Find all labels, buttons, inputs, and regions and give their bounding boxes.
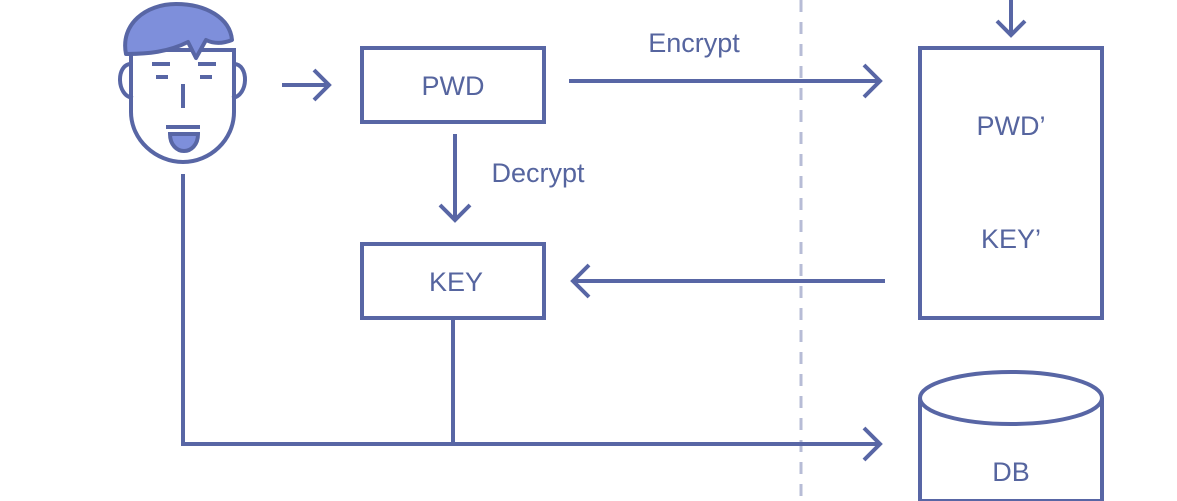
key-prime-label: KEY’ <box>981 224 1041 254</box>
server-to-key-arrow <box>570 263 885 299</box>
decrypt-arrow <box>438 134 472 223</box>
key-box: KEY <box>360 242 546 320</box>
to-db-connector <box>181 174 883 462</box>
pwd-box: PWD <box>360 46 546 124</box>
server-store-box: PWD’ KEY’ <box>918 46 1104 320</box>
incoming-arrow <box>995 0 1027 38</box>
pwd-label: PWD <box>422 71 485 101</box>
database-cylinder-icon: DB <box>918 370 1104 501</box>
user-to-pwd-arrow <box>282 68 332 102</box>
user-avatar-icon <box>118 2 247 165</box>
encrypt-label: Encrypt <box>648 28 740 58</box>
decrypt-label: Decrypt <box>491 158 585 188</box>
db-label: DB <box>992 457 1030 487</box>
encrypt-arrow <box>569 63 883 99</box>
key-label: KEY <box>429 267 483 297</box>
pwd-prime-label: PWD’ <box>977 111 1046 141</box>
